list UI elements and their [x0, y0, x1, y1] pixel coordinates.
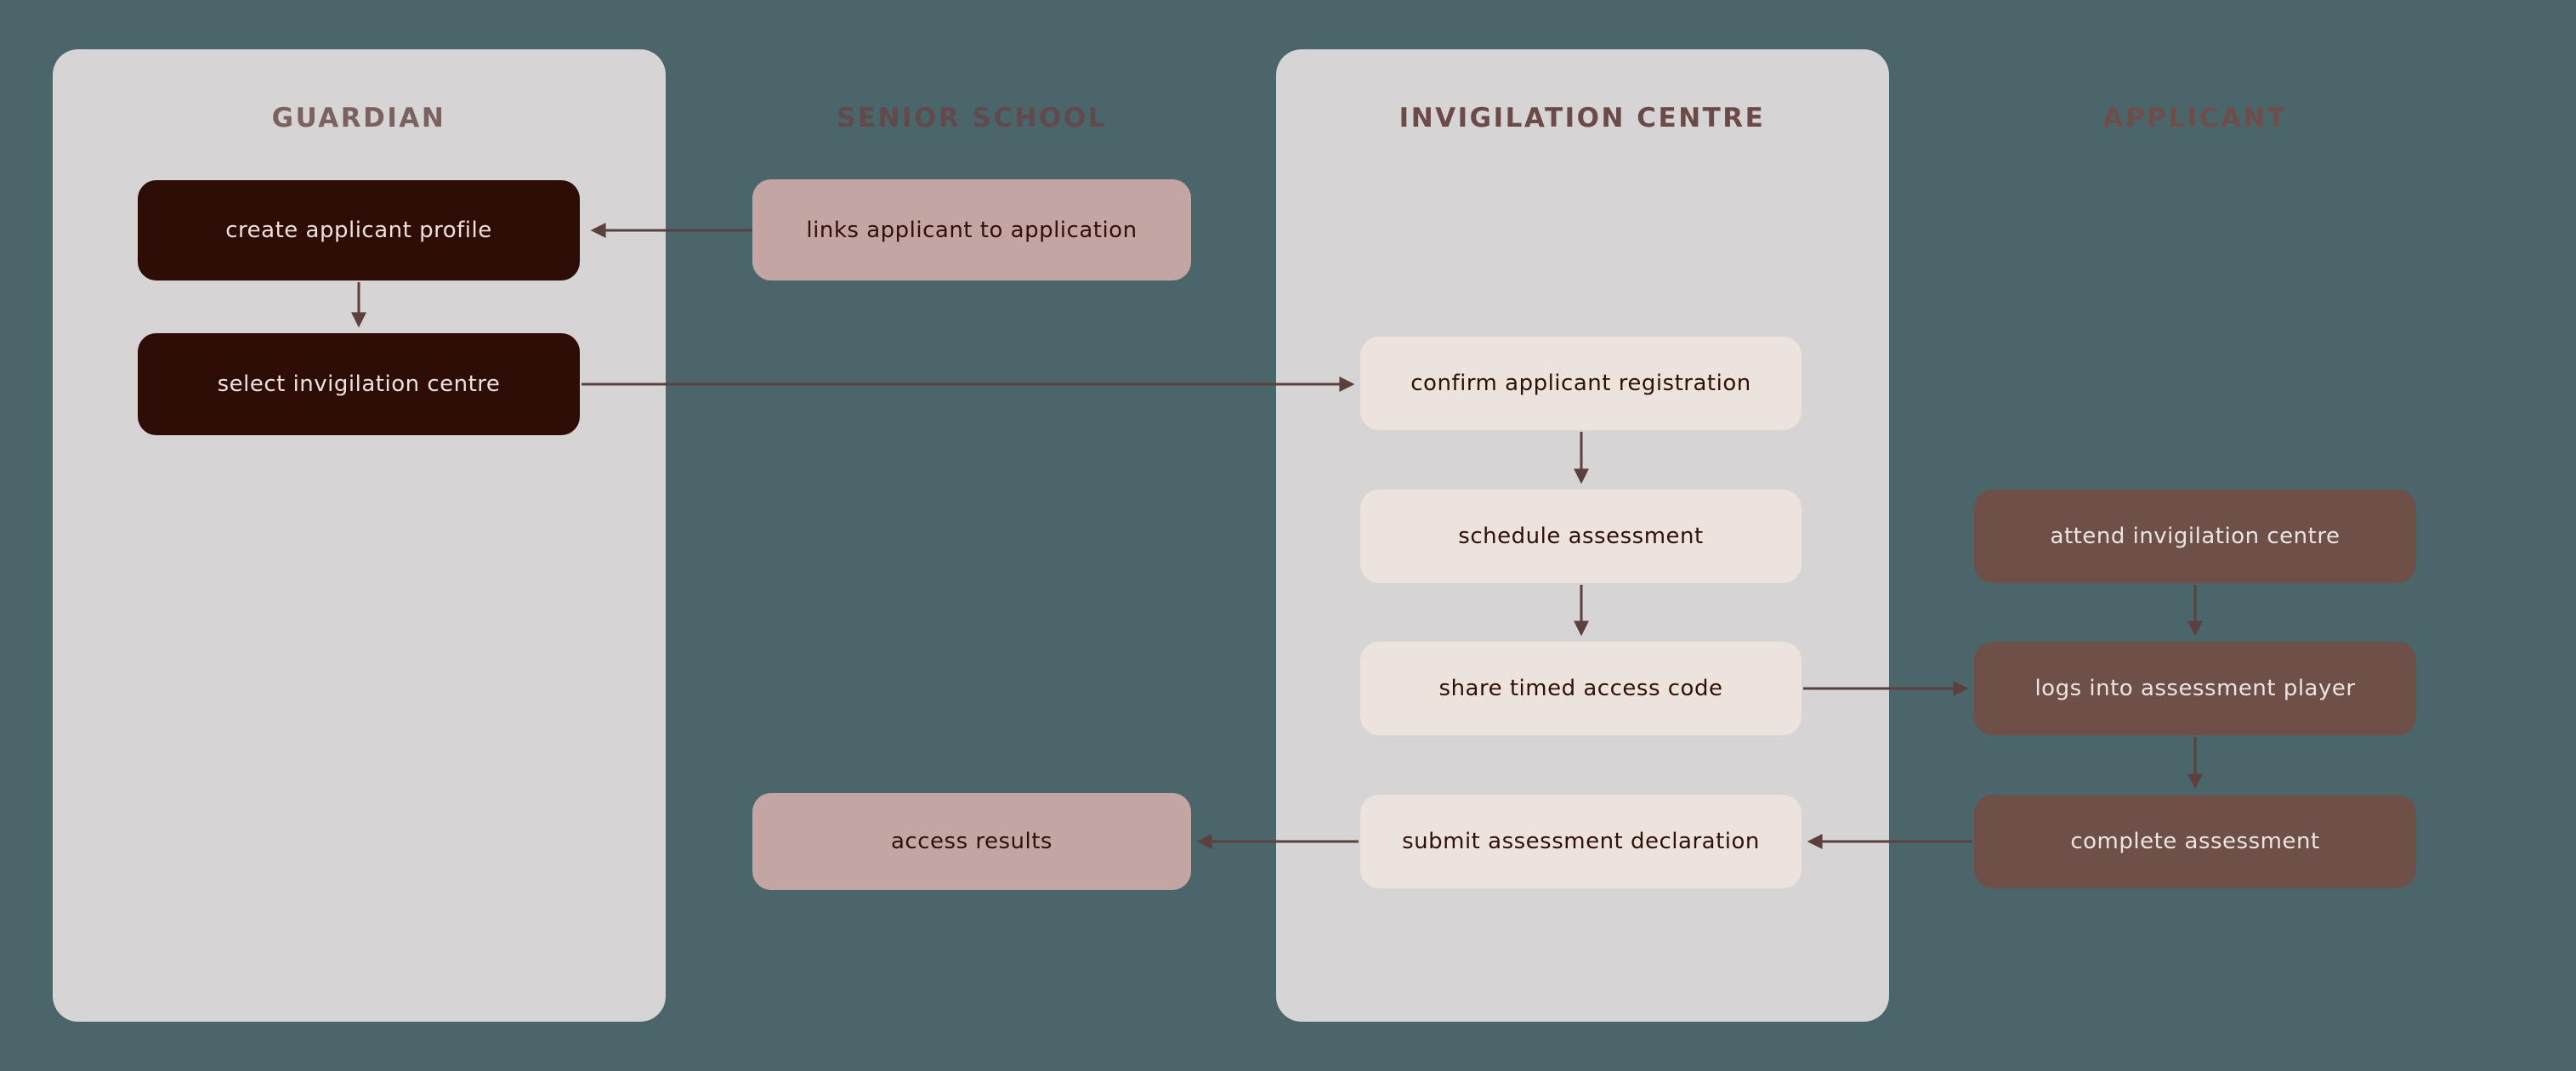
node-select-invigilation-centre[interactable]: select invigilation centre	[138, 333, 580, 435]
node-complete-assessment[interactable]: complete assessment	[1974, 795, 2416, 888]
lane-title-senior-school: SENIOR SCHOOL	[837, 103, 1107, 133]
lane-title-applicant: APPLICANT	[2102, 103, 2288, 133]
node-confirm-applicant-registration[interactable]: confirm applicant registration	[1360, 337, 1801, 430]
node-schedule-assessment[interactable]: schedule assessment	[1360, 490, 1801, 583]
lane-title-invigilation-centre: INVIGILATION CENTRE	[1399, 103, 1766, 133]
node-share-timed-access-code[interactable]: share timed access code	[1360, 642, 1801, 735]
node-attend-invigilation-centre[interactable]: attend invigilation centre	[1974, 490, 2416, 583]
node-submit-assessment-declaration[interactable]: submit assessment declaration	[1360, 795, 1801, 888]
node-access-results[interactable]: access results	[752, 793, 1191, 890]
lane-title-guardian: GUARDIAN	[271, 103, 446, 133]
node-links-applicant-to-application[interactable]: links applicant to application	[752, 179, 1191, 280]
node-logs-into-assessment-player[interactable]: logs into assessment player	[1974, 642, 2416, 735]
node-create-applicant-profile[interactable]: create applicant profile	[138, 180, 580, 280]
